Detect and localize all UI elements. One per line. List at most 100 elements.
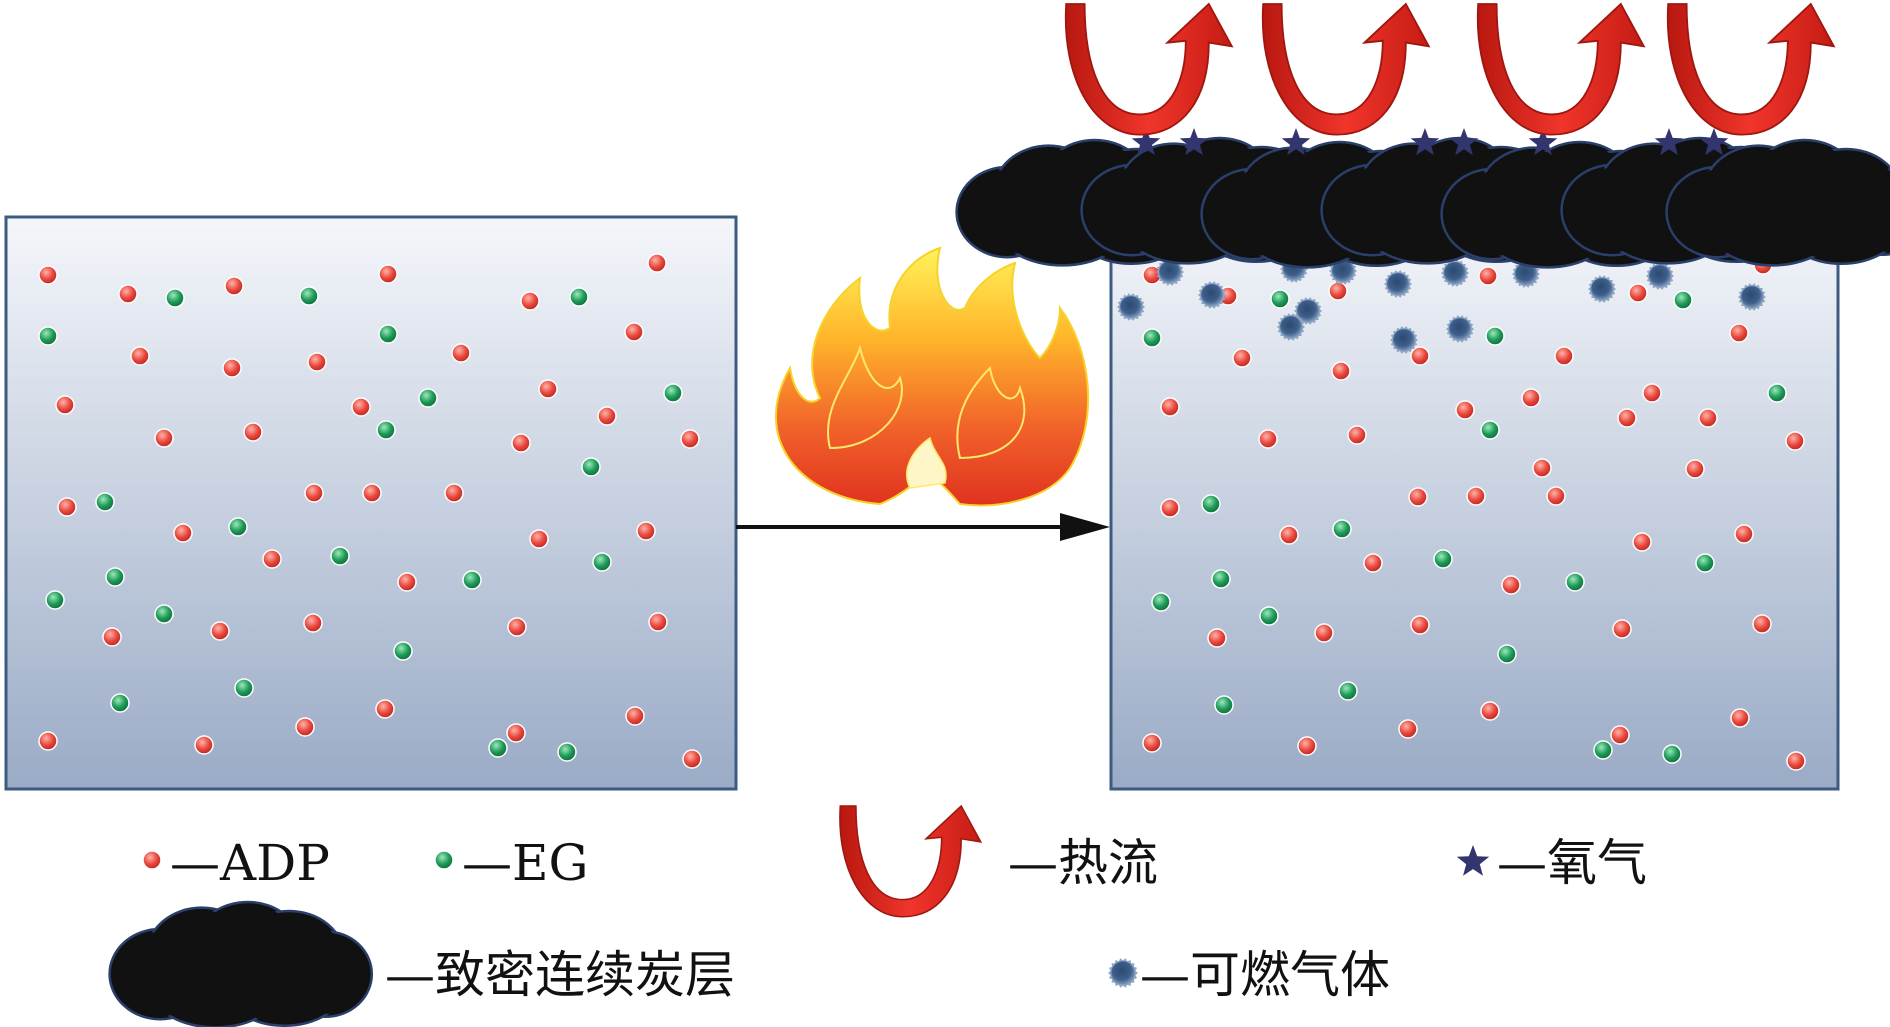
adp-particle (194, 735, 214, 755)
adp-particle (1347, 425, 1367, 445)
legend-item-char: —致密连续炭层 (108, 900, 735, 1027)
adp-particle (1232, 348, 1252, 368)
heat-flow-arrow (1666, 2, 1836, 136)
oxygen-star (1179, 128, 1209, 156)
adp-particle (1521, 388, 1541, 408)
adp-particle (1729, 323, 1749, 343)
eg-particle (1767, 383, 1787, 403)
adp-particle (57, 497, 77, 517)
oxygen-star (1281, 128, 1311, 156)
eg-particle (393, 641, 413, 661)
adp-particle (1617, 408, 1637, 428)
heat-flow-arrow (1261, 2, 1431, 136)
adp-particle (1628, 283, 1648, 303)
adp-particle (1455, 400, 1475, 420)
eg-particle (1151, 592, 1171, 612)
eg-particle (1695, 553, 1715, 573)
composite-box-left (4, 215, 738, 791)
adp-particle (506, 723, 526, 743)
right-arrow-icon (736, 513, 1110, 541)
eg-particle (1332, 519, 1352, 539)
heat-flow-arrow-icon (839, 804, 983, 918)
adp-particle (1698, 408, 1718, 428)
oxygen-star (1654, 128, 1684, 156)
adp-particle (1410, 615, 1430, 635)
eg-particle (376, 420, 396, 440)
adp-particle (1501, 575, 1521, 595)
eg-particle (1673, 290, 1693, 310)
adp-particle (1398, 719, 1418, 739)
oxygen-star (1131, 128, 1161, 156)
gas-bubble (1738, 283, 1766, 311)
adp-particle (647, 253, 667, 273)
oxygen-star (1456, 845, 1490, 876)
legend-label-eg: —EG (462, 834, 588, 892)
adp-particle (362, 483, 382, 503)
eg-particle (557, 742, 577, 762)
eg-particle (105, 567, 125, 587)
legend: —ADP —EG —热流 —氧气 —致密连续炭层 —可燃气体 (108, 804, 1647, 1027)
particle-group-right (1142, 255, 1806, 771)
adp-particle (1480, 701, 1500, 721)
adp-particle (1207, 628, 1227, 648)
adp-particle (102, 627, 122, 647)
adp-particle (682, 749, 702, 769)
gas-bubble (1198, 281, 1226, 309)
adp-particle (38, 265, 58, 285)
legend-item-heat: —热流 (839, 804, 1158, 918)
eg-particle (165, 288, 185, 308)
adp-particle (378, 264, 398, 284)
adp-particle (1785, 431, 1805, 451)
eg-particle (95, 492, 115, 512)
eg-particle (462, 570, 482, 590)
legend-label-char: —致密连续炭层 (385, 946, 735, 1004)
adp-particle (1279, 525, 1299, 545)
adp-particle (538, 379, 558, 399)
eg-particle (581, 457, 601, 477)
eg-particle (154, 604, 174, 624)
adp-particle (636, 521, 656, 541)
adp-particle (130, 346, 150, 366)
adp-particle (118, 284, 138, 304)
eg-particle (1662, 744, 1682, 764)
gas-bubble (1646, 262, 1674, 290)
adp-particle (1642, 383, 1662, 403)
adp-particle (1258, 429, 1278, 449)
adp-particle (1752, 614, 1772, 634)
legend-label-oxygen: —氧气 (1497, 834, 1647, 892)
composite-after-fire (1109, 215, 1840, 791)
eg-particle (378, 324, 398, 344)
gas-bubble (1441, 259, 1469, 287)
adp-particle (1363, 553, 1383, 573)
eg-particle (592, 552, 612, 572)
adp-particle (55, 395, 75, 415)
eg-dot-icon (434, 850, 454, 870)
eg-particle (1338, 681, 1358, 701)
adp-particle (1786, 751, 1806, 771)
eg-particle (234, 678, 254, 698)
adp-particle (351, 397, 371, 417)
eg-particle (38, 326, 58, 346)
eg-particle (110, 693, 130, 713)
eg-particle (1270, 289, 1290, 309)
adp-particle (1410, 346, 1430, 366)
adp-particle (625, 706, 645, 726)
oxygen-star (1699, 128, 1729, 156)
oxygen-star (1528, 128, 1558, 156)
gas-bubble (1156, 258, 1184, 286)
adp-particle (38, 731, 58, 751)
eg-particle (1485, 326, 1505, 346)
legend-item-gas: —可燃气体 (1108, 946, 1390, 1004)
gas-bubble (1277, 313, 1305, 341)
eg-particle (1593, 740, 1613, 760)
legend-label-adp: —ADP (170, 834, 330, 892)
adp-particle (210, 621, 230, 641)
char-layer (955, 136, 1890, 269)
eg-particle (1201, 494, 1221, 514)
adp-particle (1297, 736, 1317, 756)
adp-particle (680, 429, 700, 449)
adp-dot-icon (142, 850, 162, 870)
adp-particle (1408, 487, 1428, 507)
char-cloud (108, 900, 374, 1027)
adp-particle (304, 483, 324, 503)
